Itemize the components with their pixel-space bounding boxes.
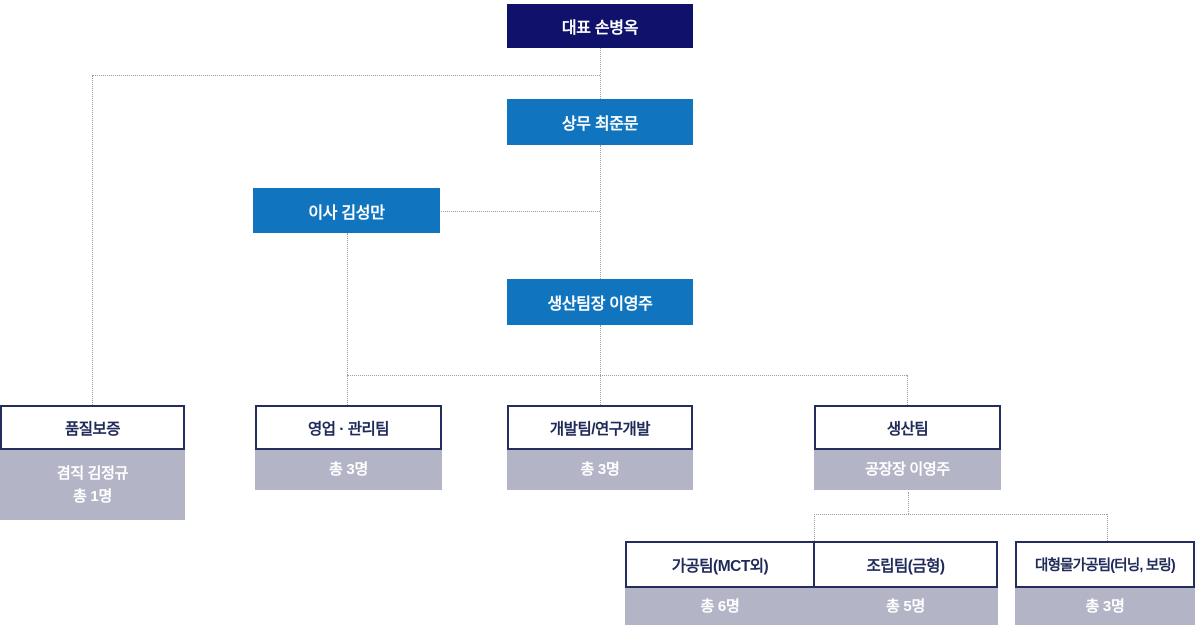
connector-prodhead-to-trunk <box>600 325 601 405</box>
team-detail: 총 3명 <box>1015 588 1195 625</box>
org-node-ceo: 대표 손병옥 <box>507 4 693 48</box>
dept-detail: 총 3명 <box>255 450 442 490</box>
dept-detail: 공장장 이영주 <box>814 450 1001 490</box>
connector-subtrunk-right-drop <box>1107 514 1108 541</box>
dept-title: 영업 · 관리팀 <box>255 405 442 450</box>
dept-detail: 총 3명 <box>507 450 693 490</box>
connector-ceo-branch-left <box>92 75 600 76</box>
connector-ceo-to-md <box>600 48 601 99</box>
dept-detail-line: 총 3명 <box>580 461 620 479</box>
team-detail: 총 5명 <box>813 588 998 625</box>
dept-production: 생산팀 공장장 이영주 <box>814 405 1001 490</box>
team-assembly: 조립팀(금형) 총 5명 <box>813 541 998 625</box>
dept-rnd: 개발팀/연구개발 총 3명 <box>507 405 693 490</box>
org-node-production-head: 생산팀장 이영주 <box>507 279 693 325</box>
team-title: 가공팀(MCT외) <box>625 541 815 588</box>
connector-trunk <box>347 375 907 376</box>
team-large-part-machining: 대형물가공팀(터닝, 보링) 총 3명 <box>1015 541 1195 625</box>
team-detail-line: 총 3명 <box>1085 597 1125 615</box>
team-machining: 가공팀(MCT외) 총 6명 <box>625 541 815 625</box>
connector-trunk-to-prod <box>907 375 908 405</box>
dept-title: 생산팀 <box>814 405 1001 450</box>
connector-md-to-prodhead <box>600 145 601 279</box>
connector-subtrunk-left-drop <box>814 514 815 541</box>
connector-prod-down <box>908 492 909 514</box>
connector-director-branch <box>441 211 600 212</box>
connector-director-to-sales <box>347 233 348 405</box>
dept-title: 개발팀/연구개발 <box>507 405 693 450</box>
dept-detail-line: 공장장 이영주 <box>865 461 950 479</box>
dept-title: 품질보증 <box>0 405 185 450</box>
dept-quality-assurance: 품질보증 겸직 김정규 총 1명 <box>0 405 185 520</box>
team-title: 조립팀(금형) <box>813 541 998 588</box>
team-title: 대형물가공팀(터닝, 보링) <box>1015 541 1195 588</box>
connector-to-qa <box>92 75 93 405</box>
dept-detail-line: 겸직 김정규 <box>56 464 129 482</box>
connector-subtrunk <box>814 514 1107 515</box>
dept-detail-line: 총 1명 <box>73 488 112 505</box>
dept-detail: 겸직 김정규 총 1명 <box>0 450 185 520</box>
team-detail: 총 6명 <box>625 588 815 625</box>
team-detail-line: 총 6명 <box>700 597 740 615</box>
org-node-managing-director: 상무 최준문 <box>507 99 693 145</box>
dept-detail-line: 총 3명 <box>329 461 368 479</box>
team-detail-line: 총 5명 <box>886 597 925 615</box>
org-node-director: 이사 김성만 <box>253 188 440 233</box>
dept-sales-admin: 영업 · 관리팀 총 3명 <box>255 405 442 490</box>
